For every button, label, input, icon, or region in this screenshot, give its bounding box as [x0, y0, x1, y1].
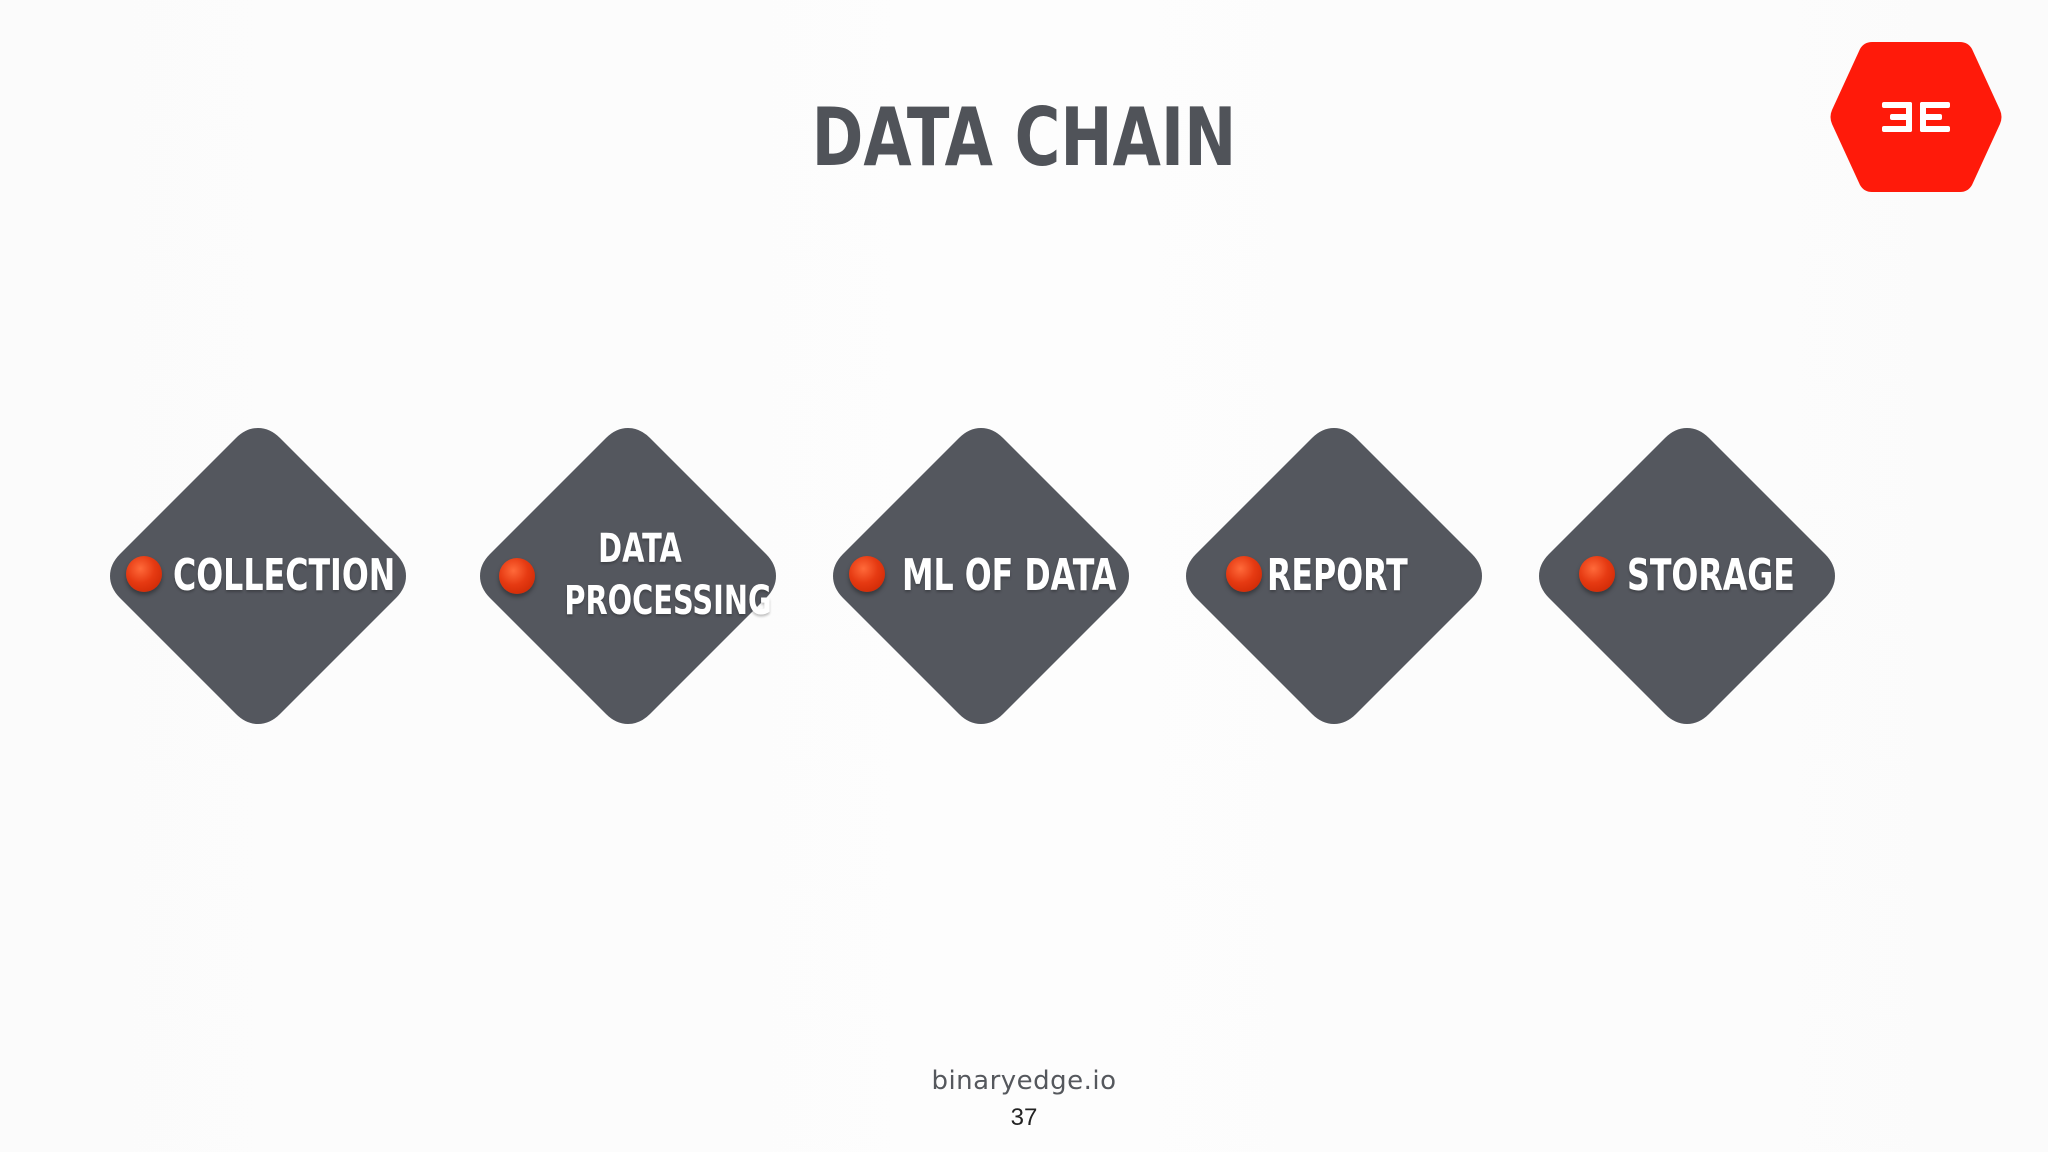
chain-step-collection: COLLECTION	[105, 423, 411, 729]
chain-step-storage: STORAGE	[1534, 423, 1840, 729]
diamond-shape	[105, 423, 411, 729]
step-label: COLLECTION	[173, 550, 396, 601]
diamond-shape	[828, 423, 1134, 729]
bullet-dot-icon	[499, 558, 535, 594]
step-label: DATA PROCESSING	[564, 523, 772, 627]
step-label: STORAGE	[1627, 550, 1795, 601]
page-number: 37	[1010, 1104, 1038, 1131]
page-title: DATA CHAIN	[811, 91, 1237, 184]
step-label-line: DATA	[598, 526, 682, 572]
bullet-dot-icon	[1579, 556, 1615, 592]
chain-step-data-processing: DATA PROCESSING	[475, 423, 781, 729]
logo-mark-icon	[1882, 102, 1950, 132]
diamond-shape	[1181, 423, 1487, 729]
step-label: REPORT	[1267, 550, 1408, 601]
step-label-line: PROCESSING	[564, 578, 772, 624]
footer-website: binaryedge.io	[931, 1066, 1117, 1096]
bullet-dot-icon	[1226, 556, 1262, 592]
chain-step-ml-of-data: ML OF DATA	[828, 423, 1134, 729]
diamond-shape	[1534, 423, 1840, 729]
step-label: ML OF DATA	[902, 550, 1117, 601]
binaryedge-logo	[1828, 38, 2004, 196]
bullet-dot-icon	[849, 556, 885, 592]
chain-step-report: REPORT	[1181, 423, 1487, 729]
bullet-dot-icon	[126, 556, 162, 592]
diamond-shape	[475, 423, 781, 729]
